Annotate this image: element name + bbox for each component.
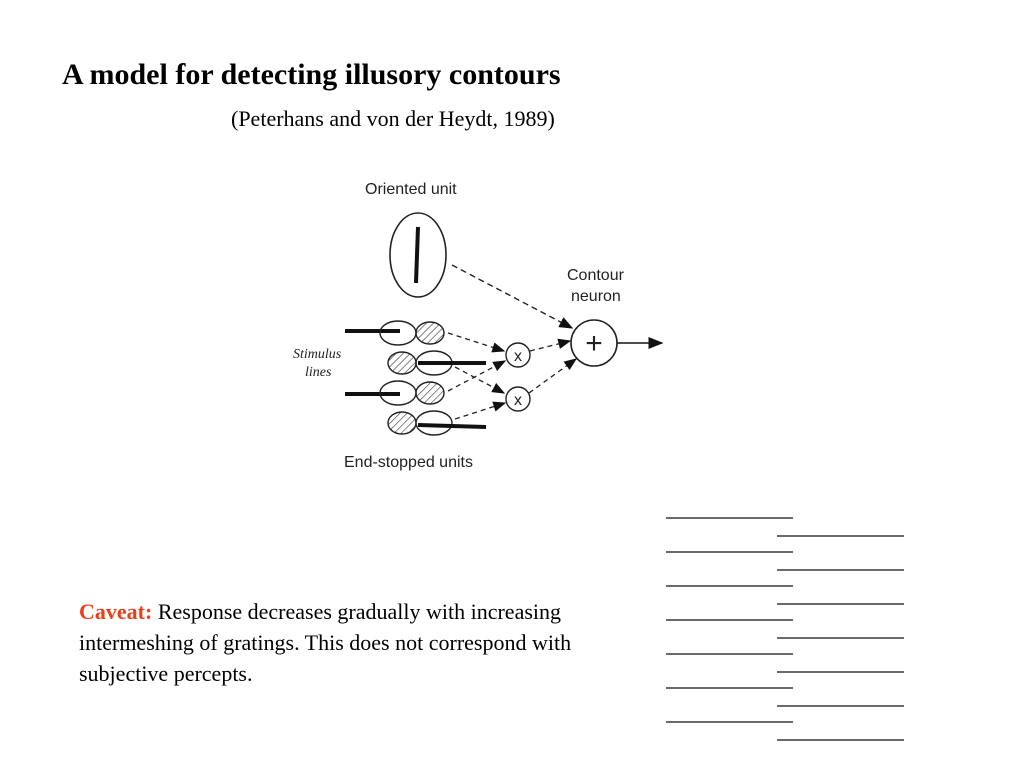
connection-mult-top-to-sum (529, 338, 572, 352)
sum-symbol: + (585, 327, 603, 360)
connection-mult-bottom-to-sum (528, 358, 578, 394)
multiply-symbol-top: x (514, 348, 522, 365)
oriented-to-sum-connection (451, 264, 574, 329)
grating-right (777, 535, 904, 741)
contour-neuron-label-line1: Contour (567, 267, 625, 284)
end-stopped-inhibitory-4 (387, 411, 417, 435)
multiply-node-top (505, 342, 531, 368)
slide-citation: (Peterhans and von der Heydt, 1989) (231, 106, 555, 131)
contour-neuron-label-line2: neuron (571, 288, 621, 305)
stimulus-lines-label-line2: lines (305, 365, 332, 380)
multiply-symbol-bottom: x (514, 392, 522, 409)
end-stopped-inhibitory-1 (415, 321, 445, 345)
end-stopped-units-label: End-stopped units (344, 454, 473, 471)
intermeshed-gratings-figure (666, 517, 904, 741)
illusory-contour-model-diagram: Oriented unit Contour neuron + Stimulus … (293, 181, 664, 471)
connection-unit2-to-mult-bottom (454, 366, 506, 394)
stimulus-lines-label-line1: Stimulus (293, 347, 342, 362)
end-stopped-inhibitory-3 (415, 381, 445, 405)
connection-unit3-to-mult-top (447, 360, 507, 392)
connection-unit1-to-mult-top (447, 332, 506, 353)
caveat-note: Caveat: Response decreases gradually wit… (79, 596, 619, 689)
grating-left (666, 517, 793, 723)
oriented-unit-label: Oriented unit (365, 181, 457, 198)
caveat-text: Response decreases gradually with increa… (79, 599, 572, 686)
slide-title: A model for detecting illusory contours (62, 58, 561, 91)
end-stopped-inhibitory-2 (387, 351, 417, 375)
multiply-node-bottom (505, 386, 531, 412)
end-stopped-center-4 (415, 410, 453, 436)
oriented-unit-bar (414, 226, 420, 284)
stimulus-line-4 (417, 423, 487, 429)
connection-unit4-to-mult-bottom (454, 401, 507, 420)
oriented-unit-receptive-field (389, 212, 447, 298)
caveat-label: Caveat: (79, 599, 153, 624)
